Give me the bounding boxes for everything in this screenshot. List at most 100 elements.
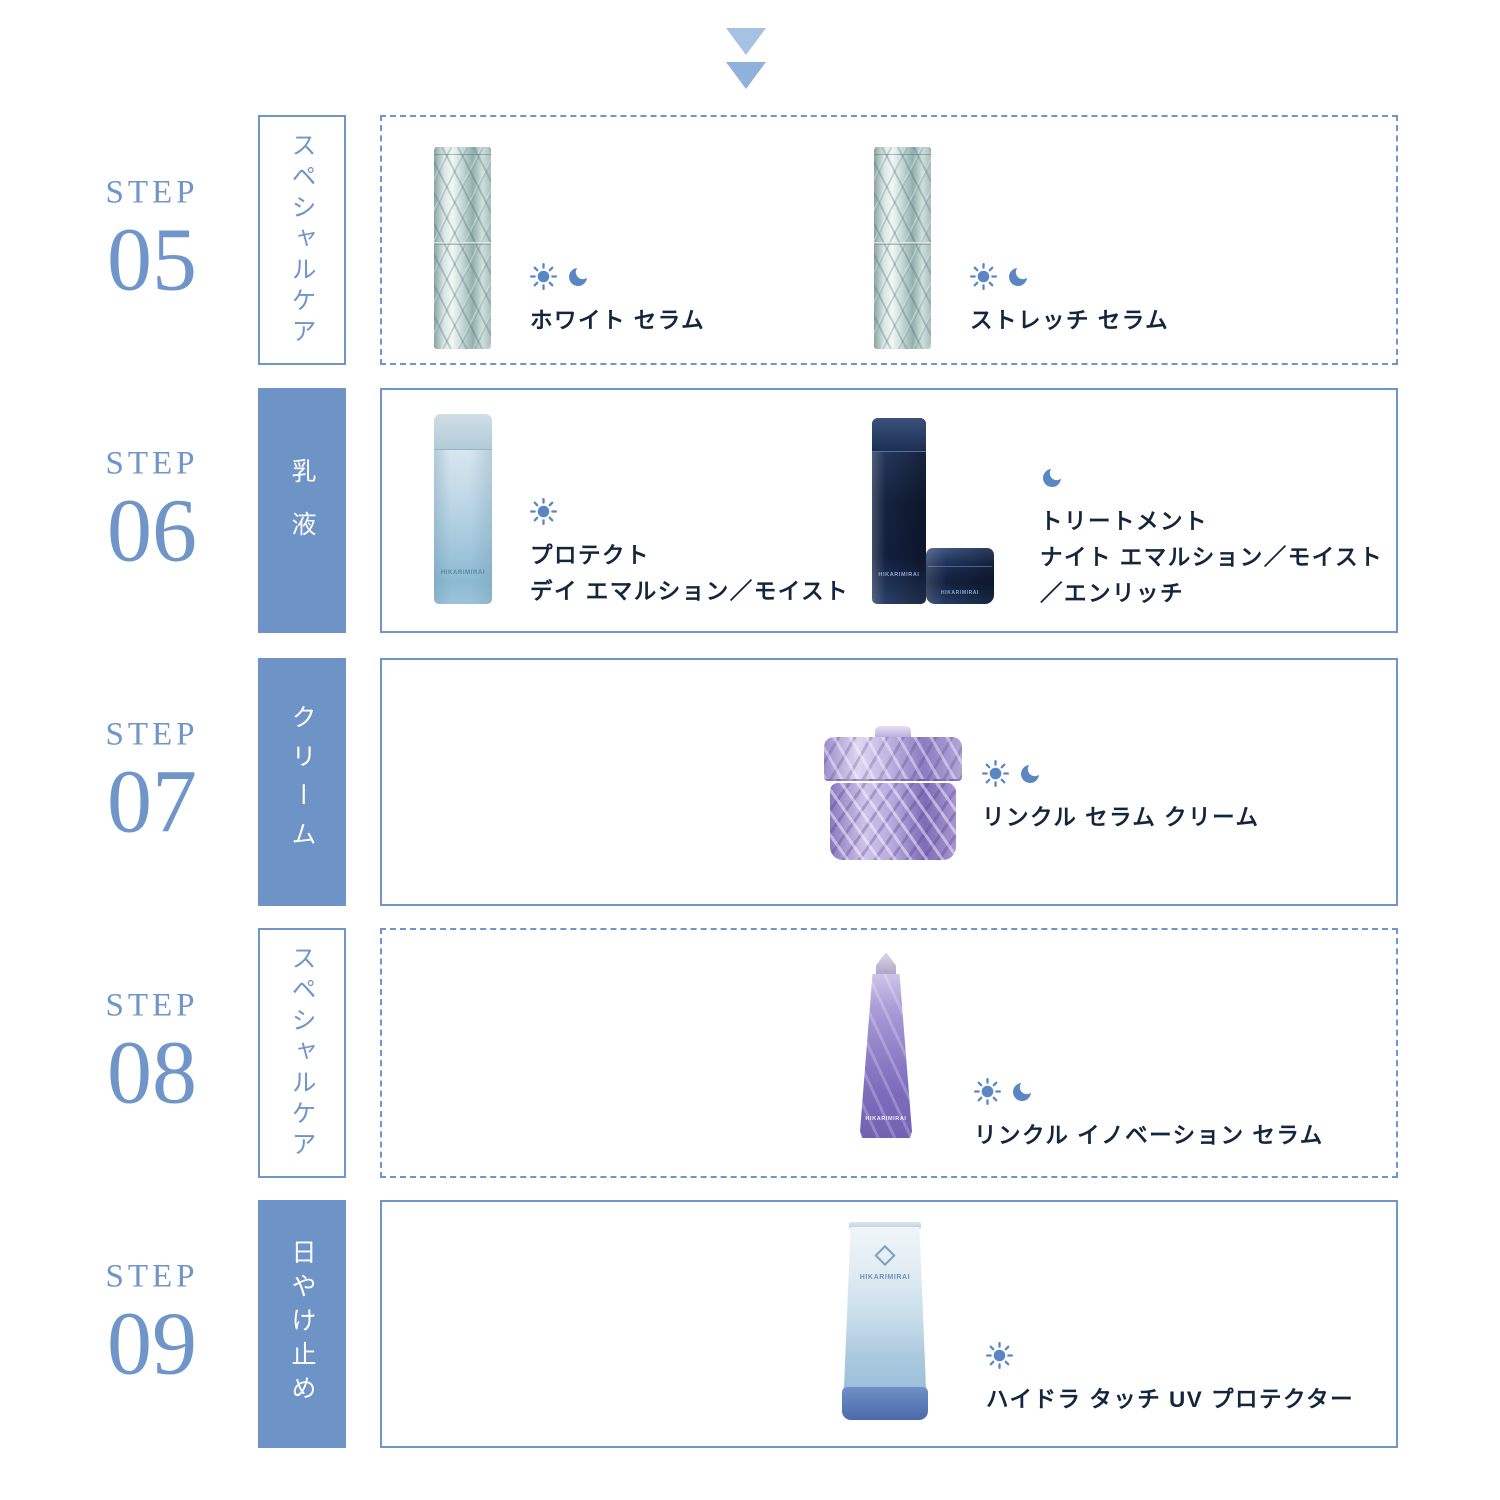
products-panel: リンクル セラム クリーム <box>380 658 1398 906</box>
brand-text: HIKARIMIRAI <box>859 1274 911 1281</box>
product-name-line: ホワイト セラム <box>530 308 706 333</box>
product-name: ストレッチ セラム <box>970 303 1169 339</box>
category-text: スペシャルケア <box>288 131 316 349</box>
category-label-box: スペシャルケア <box>258 115 346 365</box>
usage-time-icons <box>530 263 705 290</box>
step-word: STEP <box>105 174 199 211</box>
category-text: スペシャルケア <box>288 944 316 1162</box>
step-row-06: STEP 06 乳液 HIKARIMIRAI プロテクト デイ エマルション／モ… <box>0 388 1500 633</box>
product-image-white-serum <box>434 147 491 349</box>
product-image-day-emulsion: HIKARIMIRAI <box>434 414 492 604</box>
product-caption: ストレッチ セラム <box>970 263 1169 339</box>
flow-down-arrows <box>726 28 766 89</box>
moon-icon <box>1010 1080 1034 1104</box>
usage-time-icons <box>530 498 849 525</box>
product-name: ホワイト セラム <box>530 303 705 339</box>
product-name: リンクル セラム クリーム <box>982 800 1259 836</box>
product-image-uv-protector: HIKARIMIRAI <box>842 1222 928 1420</box>
category-text: 日やけ止め <box>288 1239 316 1409</box>
tube-body <box>860 974 912 1138</box>
step-word: STEP <box>105 1258 199 1295</box>
step-number: 08 <box>107 1023 197 1123</box>
jar-body <box>830 783 956 860</box>
product-name-line: リンクル イノベーション セラム <box>974 1123 1324 1148</box>
product-name-line: トリートメント <box>1040 509 1209 534</box>
category-label-box: 乳液 <box>258 388 346 633</box>
product-image-wrinkle-innovation-serum: HIKARIMIRAI <box>860 952 912 1138</box>
product-name-line: デイ エマルション／モイスト <box>530 579 850 604</box>
tube-body <box>844 1227 926 1388</box>
step-heading: STEP 06 <box>72 445 232 576</box>
category-text: クリーム <box>288 704 316 860</box>
products-panel: HIKARIMIRAI ハイドラ タッチ UV プロテクター <box>380 1200 1398 1448</box>
product-name-line: ナイト エマルション／モイスト <box>1040 545 1384 570</box>
step-number: 09 <box>107 1294 197 1394</box>
product-caption: ハイドラ タッチ UV プロテクター <box>986 1342 1354 1418</box>
step-word: STEP <box>105 716 199 753</box>
product-name: ハイドラ タッチ UV プロテクター <box>986 1382 1354 1418</box>
sun-icon <box>530 263 557 290</box>
sun-icon <box>970 263 997 290</box>
step-heading: STEP 05 <box>72 175 232 306</box>
step-row-07: STEP 07 クリーム リンクル セラム クリーム <box>0 658 1500 906</box>
product-image-night-emulsion-jar: HIKARIMIRAI <box>926 548 994 604</box>
usage-time-icons <box>974 1078 1324 1105</box>
brand-text: HIKARIMIRAI <box>865 1116 907 1122</box>
product-name-line: ハイドラ タッチ UV プロテクター <box>986 1387 1355 1412</box>
product-name: プロテクト デイ エマルション／モイスト <box>530 538 849 610</box>
step-word: STEP <box>105 445 199 481</box>
step-heading: STEP 09 <box>72 1259 232 1390</box>
brand-text: HIKARIMIRAI <box>941 590 979 596</box>
moon-icon <box>1018 762 1042 786</box>
step-number: 06 <box>107 481 197 580</box>
products-panel: HIKARIMIRAI プロテクト デイ エマルション／モイスト HIKARIM… <box>380 388 1398 633</box>
product-caption: プロテクト デイ エマルション／モイスト <box>530 498 849 610</box>
product-name-line: プロテクト <box>530 543 651 568</box>
category-label-box: スペシャルケア <box>258 928 346 1178</box>
sun-icon <box>974 1078 1001 1105</box>
step-row-09: STEP 09 日やけ止め HIKARIMIRAI ハイドラ タッチ UV プロ… <box>0 1200 1500 1448</box>
usage-time-icons <box>982 760 1259 787</box>
product-name-line: ストレッチ セラム <box>970 308 1170 333</box>
step-heading: STEP 07 <box>72 717 232 848</box>
brand-text: HIKARIMIRAI <box>440 570 486 576</box>
product-caption: リンクル セラム クリーム <box>982 760 1259 836</box>
bottle-cap <box>434 414 492 450</box>
product-name-line: リンクル セラム クリーム <box>982 805 1260 830</box>
category-text: 乳液 <box>288 457 316 564</box>
step-row-05: STEP 05 スペシャルケア ホワイト セラム <box>0 115 1500 365</box>
moon-icon <box>566 265 590 289</box>
bottle-cap <box>872 418 926 452</box>
moon-icon <box>1006 265 1030 289</box>
usage-time-icons <box>970 263 1169 290</box>
sun-icon <box>530 498 557 525</box>
product-name: トリートメント ナイト エマルション／モイスト ／エンリッチ <box>1040 504 1383 612</box>
product-caption: リンクル イノベーション セラム <box>974 1078 1324 1154</box>
down-triangle-icon <box>726 62 766 89</box>
category-label-box: クリーム <box>258 658 346 906</box>
products-panel: ホワイト セラム ストレッチ セラム <box>380 115 1398 365</box>
step-number: 07 <box>107 752 197 852</box>
jar-knob <box>875 726 911 739</box>
product-name-line: ／エンリッチ <box>1040 581 1185 606</box>
category-label-box: 日やけ止め <box>258 1200 346 1448</box>
product-image-wrinkle-cream-jar <box>824 726 962 860</box>
tube-cap <box>842 1387 928 1420</box>
product-name: リンクル イノベーション セラム <box>974 1118 1324 1154</box>
tube-applicator-tip <box>876 952 896 976</box>
tube-crimp <box>849 1222 921 1229</box>
sun-icon <box>986 1342 1013 1369</box>
usage-time-icons <box>986 1342 1354 1369</box>
product-caption: トリートメント ナイト エマルション／モイスト ／エンリッチ <box>1040 464 1383 612</box>
step-heading: STEP 08 <box>72 988 232 1119</box>
jar-lid <box>824 737 962 781</box>
usage-time-icons <box>1040 464 1383 491</box>
brand-text: HIKARIMIRAI <box>878 572 920 578</box>
step-number: 05 <box>107 210 197 310</box>
product-image-night-emulsion: HIKARIMIRAI <box>872 418 926 604</box>
product-caption: ホワイト セラム <box>530 263 705 339</box>
product-image-stretch-serum <box>874 147 931 349</box>
down-triangle-icon <box>726 28 766 55</box>
sun-icon <box>982 760 1009 787</box>
